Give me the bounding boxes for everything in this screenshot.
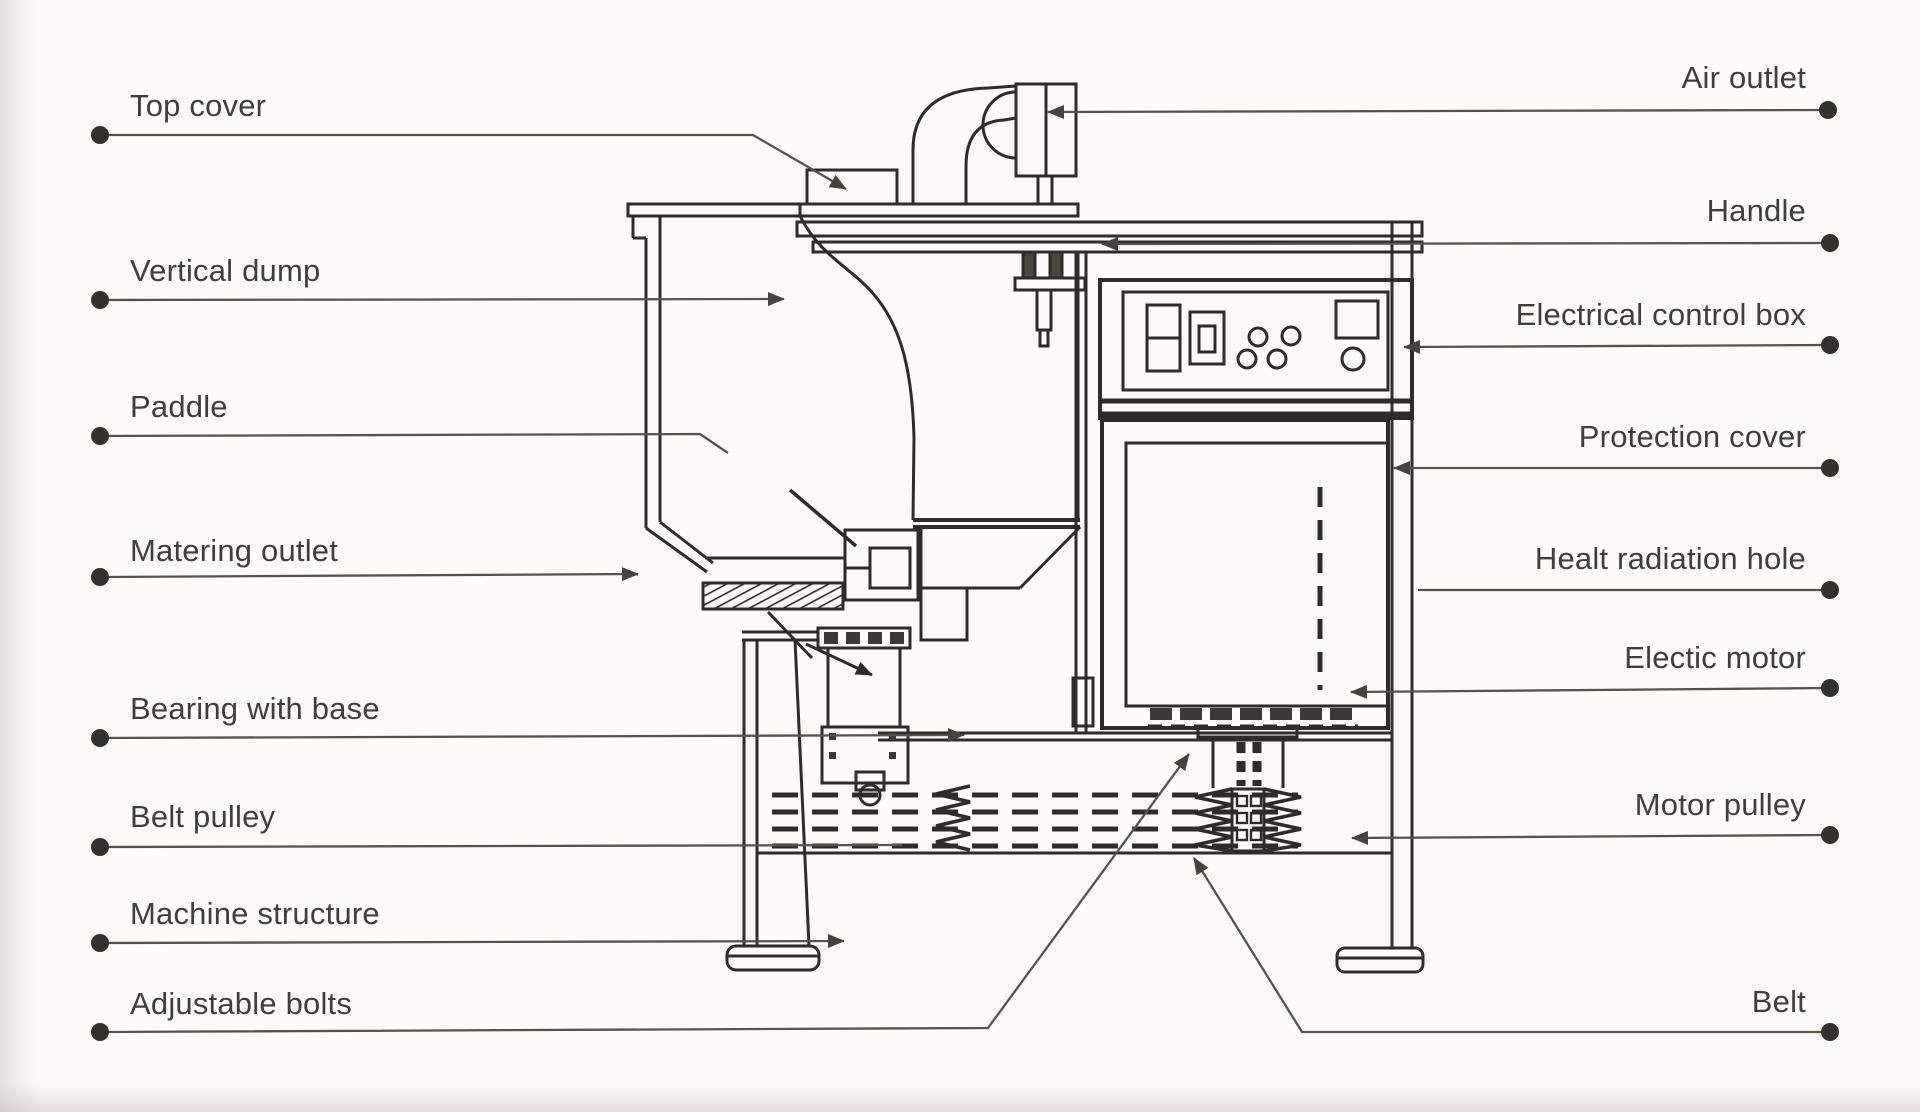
machine-drawing <box>626 82 1425 974</box>
lid-and-table <box>626 168 1424 254</box>
leader-belt <box>1193 857 1839 1041</box>
top-cover-box <box>805 168 899 206</box>
tank-vertical-dump <box>626 202 1088 677</box>
machine-frame <box>757 222 1425 974</box>
leader-heat-radiation-hole <box>1418 581 1839 599</box>
leader-electrical-control-box <box>1403 336 1839 354</box>
electrical-control-box <box>1098 278 1414 420</box>
label-electric-motor: Electic motor <box>1624 640 1806 675</box>
label-bearing-with-base: Bearing with base <box>130 691 380 726</box>
label-machine-structure: Machine structure <box>130 896 380 931</box>
leader-air-outlet <box>1047 101 1837 119</box>
label-adjustable-bolts: Adjustable bolts <box>130 986 353 1021</box>
left-foot <box>725 944 821 972</box>
leader-bearing-with-base <box>91 728 965 747</box>
label-protection-cover: Protection cover <box>1578 419 1806 454</box>
leader-handle <box>1101 234 1839 252</box>
left-leg <box>725 610 821 972</box>
panel-meter <box>1334 299 1380 340</box>
label-matering-outlet: Matering outlet <box>130 533 339 568</box>
motor-mount-and-pulley <box>1194 726 1302 853</box>
leader-adjustable-bolts <box>91 753 1190 1041</box>
outlet-and-bearing <box>701 528 920 807</box>
protection-cover-cabinet <box>1100 418 1390 730</box>
label-handle: Handle <box>1706 193 1806 228</box>
leader-electric-motor <box>1350 679 1839 699</box>
label-motor-pulley: Motor pulley <box>1634 787 1806 822</box>
label-vertical-dump: Vertical dump <box>130 253 321 288</box>
motor-base-fins <box>1150 708 1352 720</box>
air-outlet-pipe <box>911 82 1078 204</box>
electric-motor-body <box>1124 441 1390 708</box>
panel-knob <box>1340 346 1366 372</box>
metering-outlet-hatch <box>701 581 845 611</box>
panel-switch <box>1188 310 1226 366</box>
label-electrical-control-box: Electrical control box <box>1515 297 1806 332</box>
leader-matering-outlet <box>91 567 639 586</box>
leader-belt-pulley <box>91 838 903 856</box>
panel-button <box>1280 325 1302 347</box>
leader-paddle <box>91 427 729 454</box>
label-paddle: Paddle <box>130 389 228 424</box>
leader-protection-cover <box>1393 459 1839 477</box>
leader-machine-structure <box>91 934 845 952</box>
label-belt: Belt <box>1751 984 1806 1019</box>
panel-button <box>1236 348 1258 370</box>
label-belt-pulley: Belt pulley <box>130 799 276 834</box>
panel-button <box>1266 348 1288 370</box>
bearing-base-block <box>820 725 910 785</box>
leader-top-cover <box>91 126 847 190</box>
panel-button <box>1247 326 1269 348</box>
leader-vertical-dump <box>91 291 785 309</box>
label-air-outlet: Air outlet <box>1681 60 1806 95</box>
leader-motor-pulley <box>1351 826 1839 845</box>
leader-lines <box>91 101 1839 1041</box>
label-heat-radiation-hole: Healt radiation hole <box>1534 541 1806 576</box>
label-top-cover: Top cover <box>130 88 267 123</box>
right-foot <box>1335 946 1425 974</box>
